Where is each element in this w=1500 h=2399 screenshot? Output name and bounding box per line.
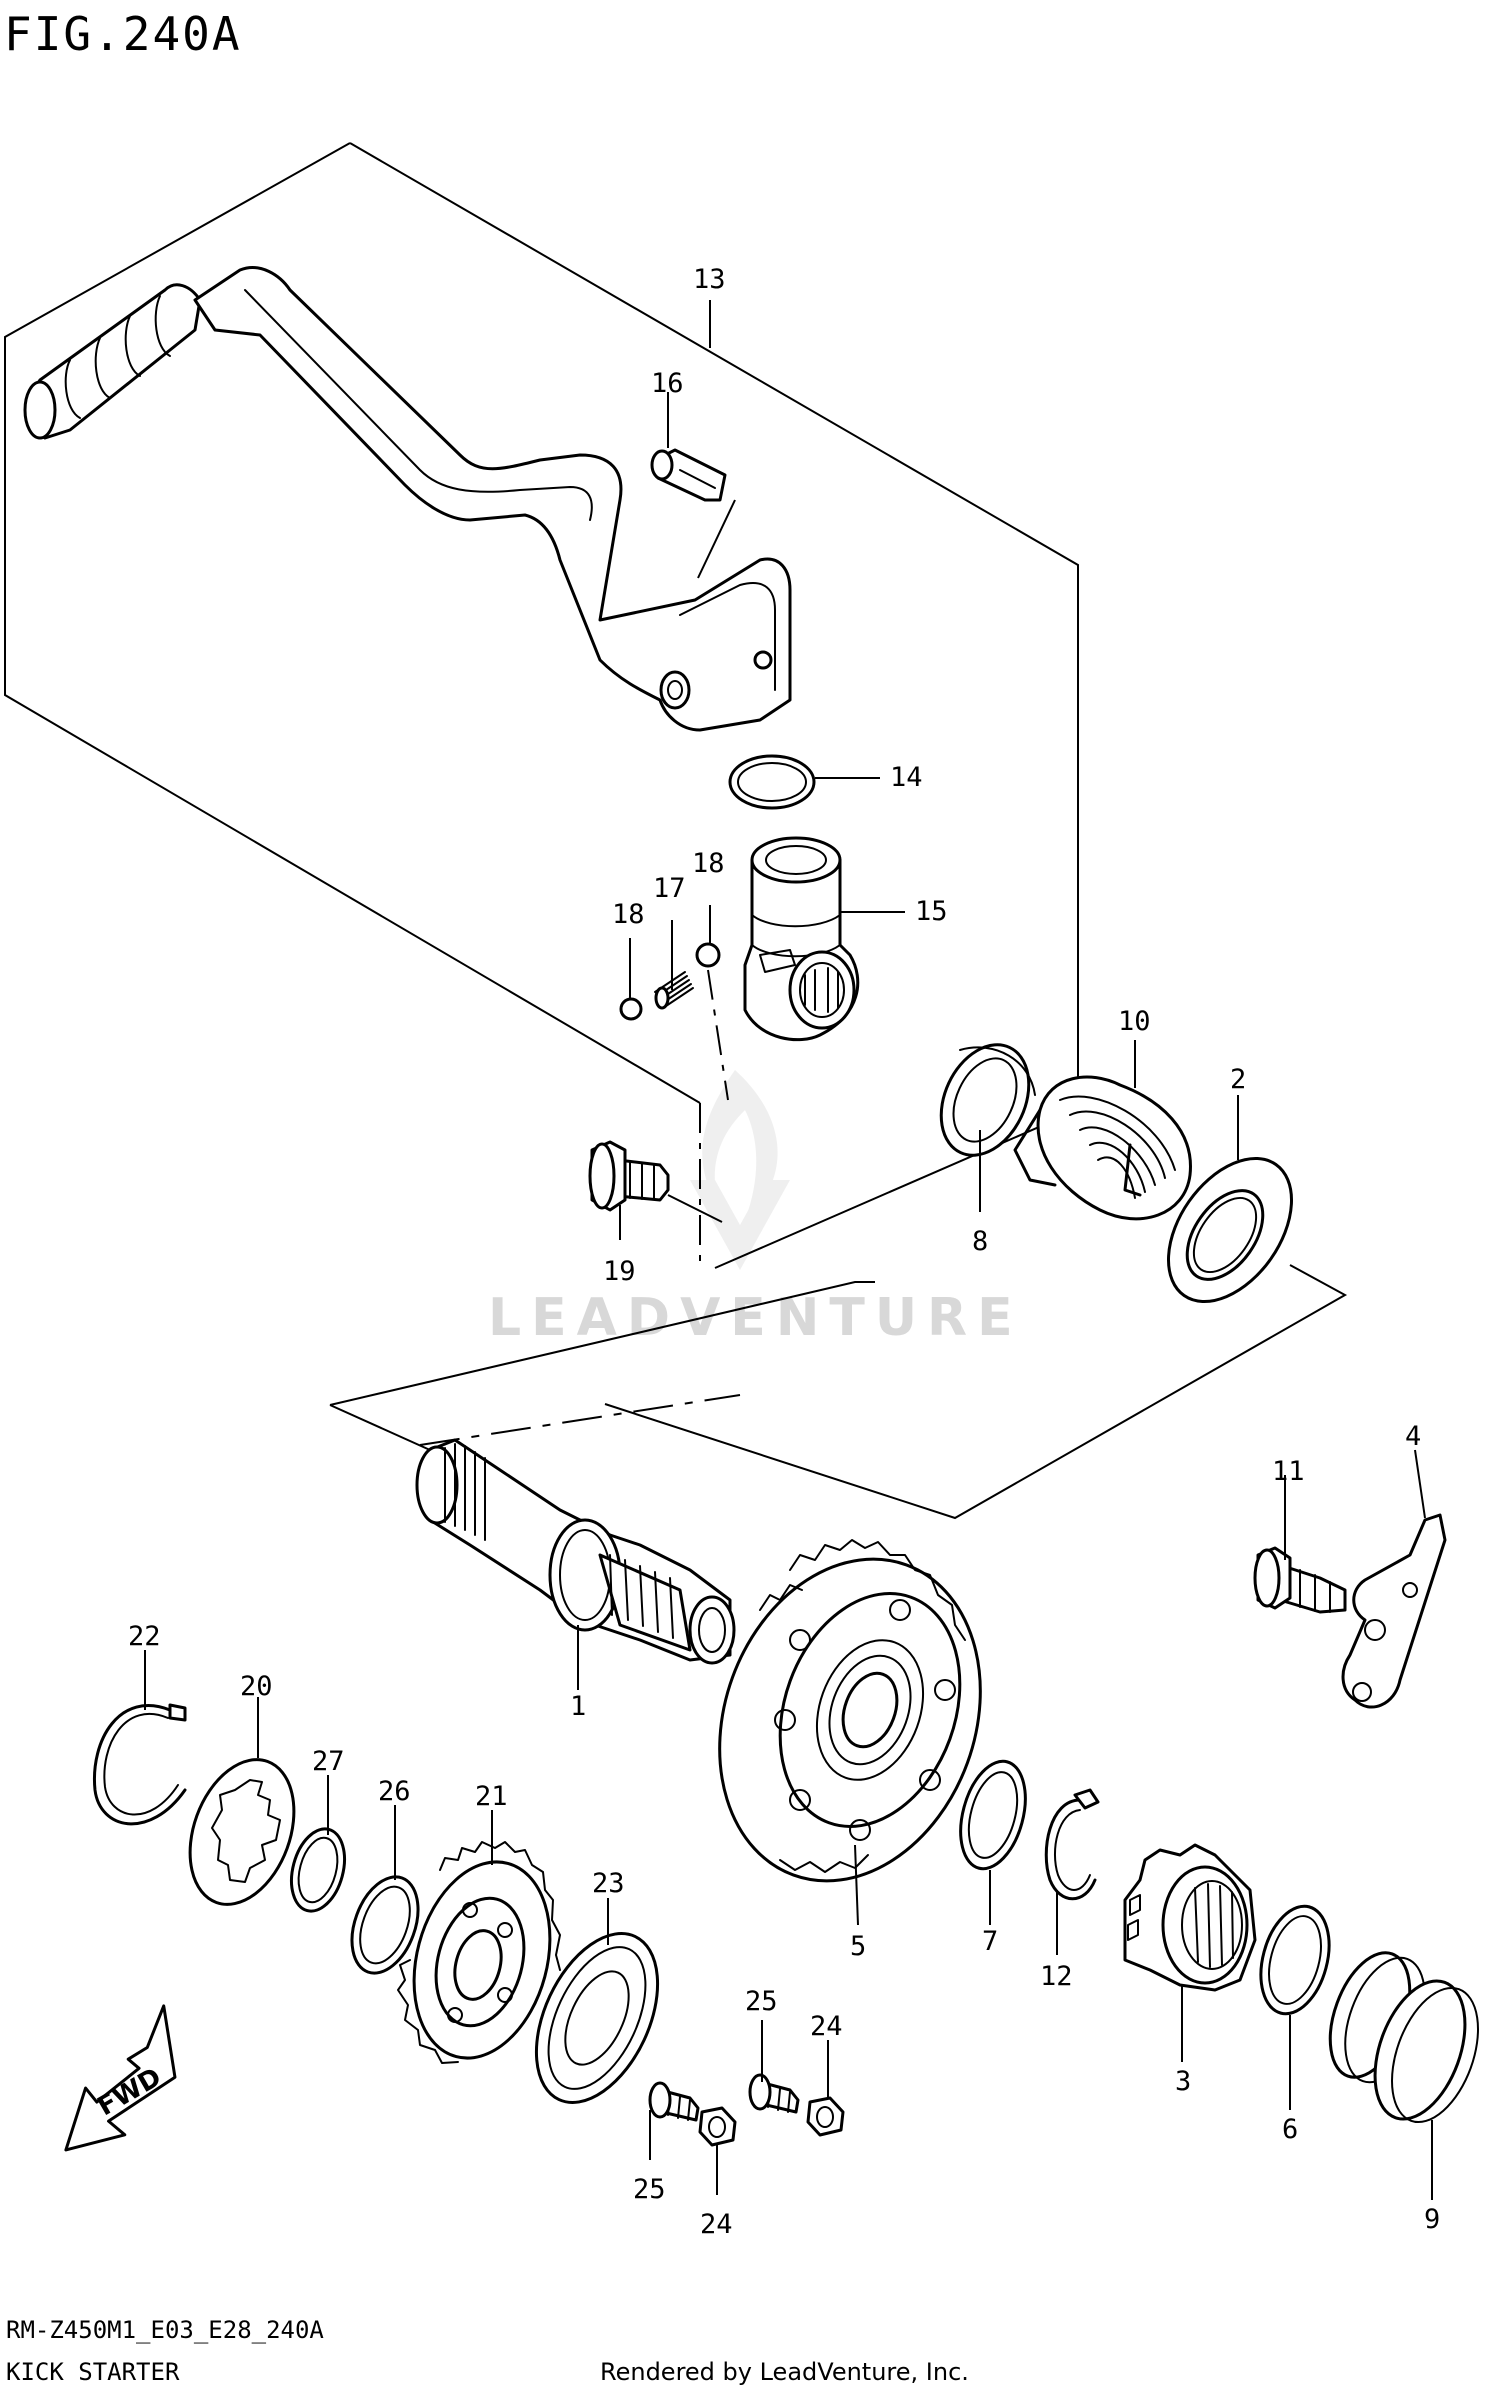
large-circlip[interactable] <box>92 1703 187 1826</box>
plate-screw-upper[interactable] <box>748 2073 800 2114</box>
callout-8: 8 <box>972 1226 988 1257</box>
kick-starter-boss[interactable] <box>743 836 860 1042</box>
callout-7: 7 <box>982 1926 998 1957</box>
callout-20: 20 <box>240 1671 273 1702</box>
flange-bolt[interactable] <box>588 1140 723 1223</box>
idle-gear-washer[interactable] <box>340 1868 431 1982</box>
callout-11: 11 <box>1272 1456 1305 1487</box>
callout-9: 9 <box>1424 2204 1440 2235</box>
ratchet-spring[interactable] <box>1315 1942 1495 2134</box>
callout-16: 16 <box>651 368 684 399</box>
watermark-text: LEADVENTURE <box>488 1288 1023 1348</box>
callout-21: 21 <box>475 1781 508 1812</box>
callout-22: 22 <box>128 1621 161 1652</box>
circlip[interactable] <box>1044 1788 1100 1901</box>
callout-26: 26 <box>378 1776 411 1807</box>
detent-spring[interactable] <box>654 971 694 1010</box>
stopper-bolt[interactable] <box>1253 1546 1347 1614</box>
ratchet[interactable] <box>1123 1843 1257 1992</box>
callout-18-lower: 18 <box>612 899 645 930</box>
thrust-washer[interactable] <box>950 1754 1036 1876</box>
callout-2: 2 <box>1230 1064 1246 1095</box>
shaft-assembly-outline <box>329 1264 1348 1520</box>
callout-25-upper: 25 <box>745 1986 778 2017</box>
lever-bolt[interactable] <box>650 448 736 579</box>
assembly-axis-line <box>707 969 729 1101</box>
callout-12: 12 <box>1040 1961 1073 1992</box>
callout-24-upper: 24 <box>810 2011 843 2042</box>
callout-27: 27 <box>312 1746 345 1777</box>
callout-10: 10 <box>1118 1006 1151 1037</box>
ratchet-washer[interactable] <box>1250 1899 1340 2022</box>
detent-ball-lower[interactable] <box>619 997 643 1021</box>
figure-title: FIG.240A <box>4 7 242 61</box>
lock-plate[interactable] <box>171 1745 313 1919</box>
oil-seal[interactable] <box>924 1031 1046 1170</box>
callout-25-lower: 25 <box>633 2174 666 2205</box>
callout-17: 17 <box>653 873 686 904</box>
callout-15: 15 <box>915 896 948 927</box>
section-name: KICK STARTER <box>6 2358 180 2386</box>
fwd-label: FWD <box>93 2062 167 2122</box>
watermark-logo-icon <box>690 1070 790 1270</box>
kick-lever-assembly-outline <box>4 142 1079 1269</box>
callout-18-upper: 18 <box>692 848 725 879</box>
callout-6: 6 <box>1282 2114 1298 2145</box>
kick-shaft[interactable] <box>415 1438 736 1665</box>
plate-nut-upper[interactable] <box>806 2096 845 2137</box>
fwd-arrow-icon: FWD <box>64 2004 177 2152</box>
callout-19: 19 <box>603 1256 636 1287</box>
kick-starter-lever[interactable] <box>23 266 792 732</box>
return-spring[interactable] <box>1013 1075 1192 1221</box>
o-ring[interactable] <box>728 754 816 810</box>
model-code: RM-Z450M1_E03_E28_240A <box>6 2316 324 2344</box>
detent-ball-upper[interactable] <box>695 942 721 968</box>
plate-screw-lower[interactable] <box>648 2081 700 2122</box>
kick-idle-gear[interactable] <box>393 1841 570 2073</box>
callout-14: 14 <box>890 762 923 793</box>
callout-1: 1 <box>570 1691 586 1722</box>
callout-3: 3 <box>1175 2066 1191 2097</box>
callout-24-lower: 24 <box>700 2209 733 2240</box>
idle-gear-plate[interactable] <box>512 1914 682 2121</box>
callout-23: 23 <box>592 1868 625 1899</box>
callout-5: 5 <box>850 1931 866 1962</box>
snap-ring[interactable] <box>283 1823 353 1917</box>
leader-lines <box>144 300 1433 2200</box>
callout-4: 4 <box>1405 1421 1421 1452</box>
callout-13: 13 <box>693 264 726 295</box>
callout-labels: 13 16 14 15 17 18 18 19 10 2 8 11 4 1 22… <box>128 264 1440 2240</box>
ratchet-guide-plate[interactable] <box>1341 1513 1447 1709</box>
render-credit: Rendered by LeadVenture, Inc. <box>600 2358 969 2386</box>
kick-starter-gear[interactable] <box>676 1522 1024 1918</box>
plate-nut-lower[interactable] <box>698 2106 737 2147</box>
spring-guide-washer[interactable] <box>1143 1136 1317 1324</box>
